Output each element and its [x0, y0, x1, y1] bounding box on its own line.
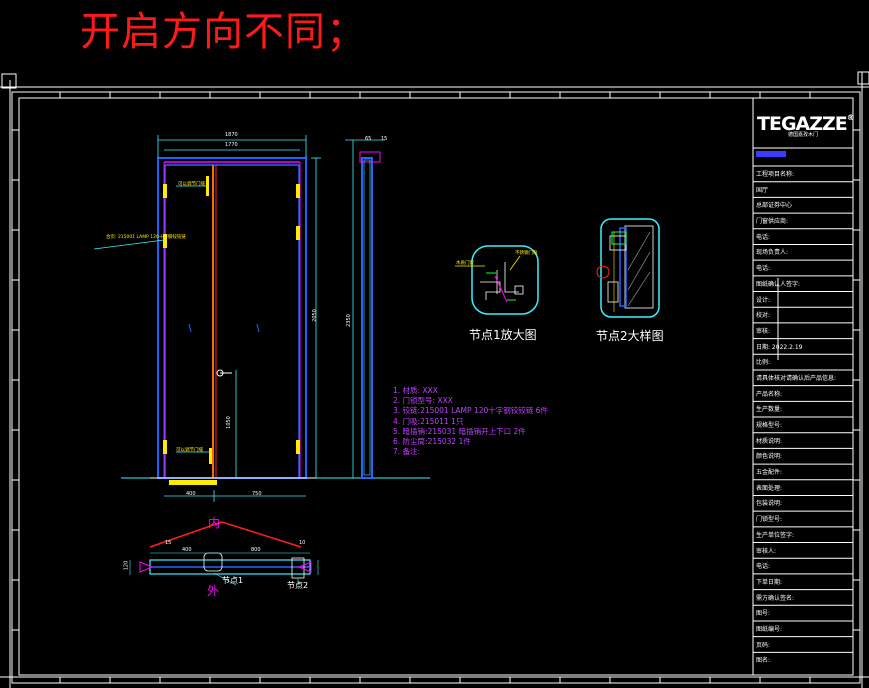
title-block — [752, 97, 854, 676]
title-block-row: 页码: — [756, 641, 771, 649]
title-block-row: 总部证券中心 — [756, 202, 793, 210]
title-block-row: 材质说明: — [756, 437, 783, 445]
top-leader-label: 可以调节门缝 — [178, 182, 205, 187]
title-block-row: 审核人: — [756, 547, 777, 555]
title-block-row: 电话: — [756, 265, 771, 273]
node1-leader-left: 木质门套 — [456, 261, 474, 266]
dim-plan-side: 120 — [123, 560, 130, 571]
border-ticks — [12, 92, 860, 683]
dim-section-top-a: 65 — [365, 136, 372, 142]
title-block-row: 门锁型号: — [756, 516, 783, 524]
title-block-row: 产品名称: — [756, 390, 783, 398]
title-block-row: 门窗供应商: — [756, 218, 789, 226]
title-block-row: 审核: — [756, 327, 771, 335]
title-block-row: 日期: 2022.2.19 — [756, 343, 803, 351]
side-section — [345, 139, 385, 479]
title-block-row: 包装说明: — [756, 500, 783, 508]
title-block-row: 五金配件: — [756, 469, 783, 477]
title-block-row: 电话: — [756, 563, 771, 571]
title-block-row: 校对: — [756, 312, 771, 320]
note-line: 2. 门锁型号: XXX — [393, 396, 453, 406]
plan-outside-label: 外 — [207, 584, 220, 598]
note-line: 4. 门吸:215011 1只 — [393, 416, 464, 426]
bottom-leader-label: 可以调节门缝 — [176, 448, 203, 453]
plan-inside-label: 内 — [208, 516, 221, 530]
elevation-dimensions — [93, 135, 354, 502]
title-block-row: 需方确认签名: — [756, 594, 795, 602]
hinge-leader-label: 合页: 215001 LAMP 120十字钢铰铰链 — [106, 235, 186, 240]
title-block-row: 现场负责人: — [756, 249, 789, 257]
title-block-row: 下单日期: — [756, 578, 783, 586]
title-block-row: 颜色说明: — [756, 453, 783, 461]
dim-plan-left: 400 — [182, 547, 192, 553]
dim-top-inner: 1770 — [225, 142, 238, 148]
title-block-row: 电话: — [756, 233, 771, 241]
node2-detail — [596, 218, 660, 318]
note-line: 1. 材质: XXX — [393, 386, 438, 395]
title-block-color-bar — [756, 151, 786, 157]
plan-view — [129, 521, 319, 586]
title-block-row: 图纸确认人签字: — [756, 280, 801, 288]
title-block-row: 图号: — [756, 610, 771, 618]
dim-top-overall: 1870 — [225, 132, 238, 138]
note-line: 6. 防尘筒:215032 1件 — [393, 437, 471, 446]
title-block-row: 图纸编号: — [756, 625, 783, 633]
node1-caption: 节点1放大图 — [469, 328, 537, 342]
node1-leader-right: 不锈钢门框 — [515, 251, 538, 256]
company-logo: TEGAZZE® — [757, 113, 855, 135]
dim-height-right: 2050 — [311, 309, 318, 322]
title-block-row: 请具体核对请确认后产品信息: — [756, 374, 837, 382]
drawing-frame — [0, 71, 869, 688]
node1-detail — [455, 245, 539, 315]
company-logo-subtitle: 德国嘉孜木门 — [788, 132, 819, 138]
dim-section-top-b: 15 — [381, 136, 388, 142]
note-line: 3. 铰链:215001 LAMP 120十字钢铰铰链 6件 — [393, 406, 548, 416]
node2-caption: 节点2大样图 — [596, 329, 664, 343]
title-block-row: 生产数量: — [756, 406, 783, 414]
door-elevation — [121, 157, 430, 485]
title-block-row: 生产单位签字: — [756, 531, 795, 539]
dim-height-side: 2350 — [345, 314, 352, 327]
dim-plan-mid: 800 — [251, 547, 261, 553]
dim-bottom-left: 400 — [186, 491, 196, 497]
plan-node1-tag: 节点1 — [222, 576, 244, 585]
title-block-row: 比例: — [756, 359, 771, 367]
title-block-row: 表面处理: — [756, 484, 783, 492]
title-block-row: 设计: — [756, 296, 771, 304]
title-block-row: 图名: — [756, 657, 771, 665]
dim-plan-small-b: 10 — [299, 540, 306, 546]
headline-annotation: 开启方向不同； — [80, 9, 367, 55]
plan-node2-tag: 节点2 — [287, 581, 309, 590]
dim-plan-small-a: 15 — [165, 540, 172, 546]
note-line: 5. 暗插销:215031 暗插销开上下口 2件 — [393, 426, 526, 436]
dim-handle-height: 1050 — [225, 416, 232, 429]
dim-bottom-right: 750 — [252, 491, 262, 497]
title-block-row: 国厅 — [756, 186, 769, 194]
title-block-row: 规格型号: — [756, 422, 783, 429]
title-block-row: 工程项目名称: — [756, 171, 795, 178]
note-line: 7. 备注: — [393, 447, 421, 457]
